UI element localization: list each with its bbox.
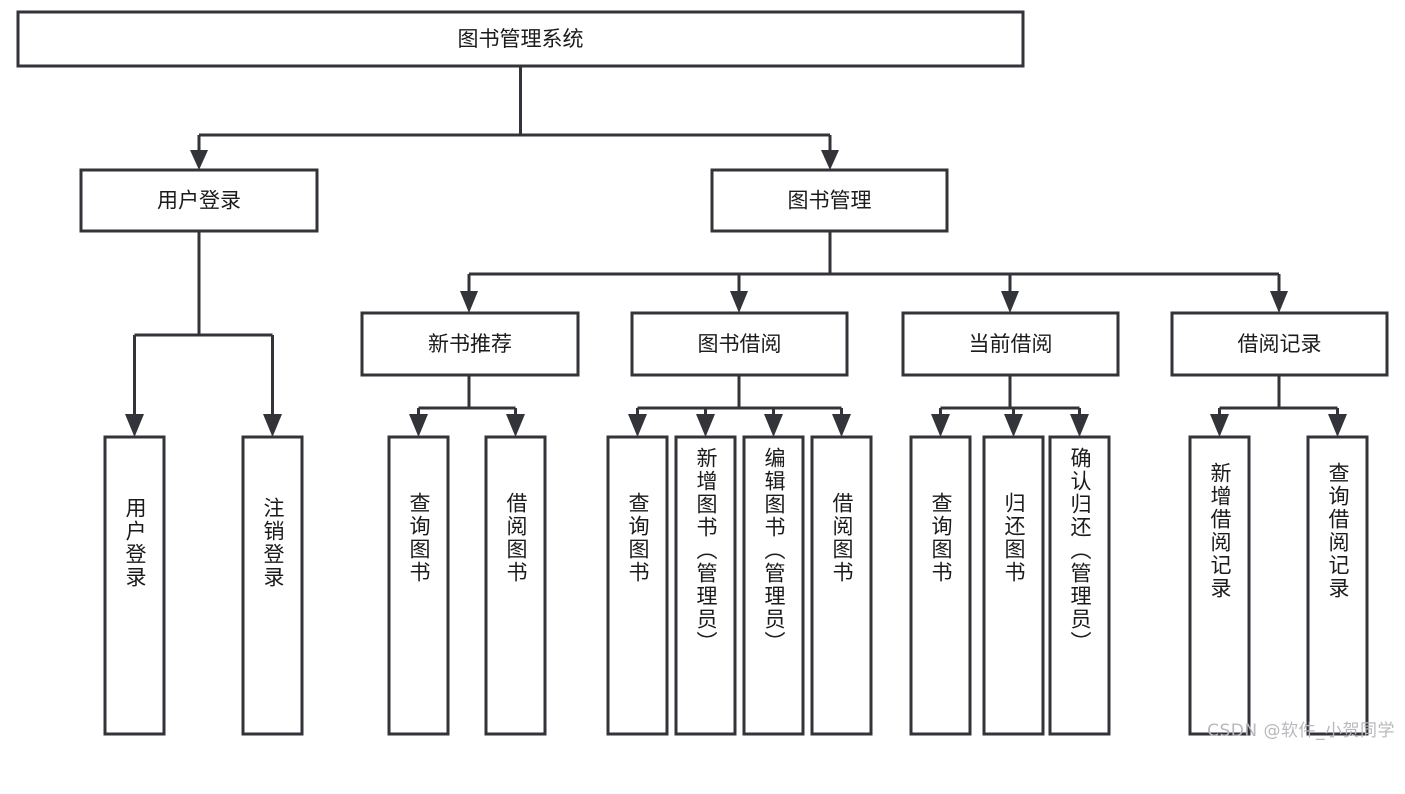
arrow-head-leaf-add-record — [1210, 414, 1229, 437]
node-current-borrow-label: 当前借阅 — [969, 332, 1053, 356]
leaf-box-logout-login[interactable] — [241, 435, 304, 736]
node-borrow-record-box — [1170, 311, 1389, 377]
leaf-box-return-book[interactable] — [982, 435, 1045, 736]
leaf-box-layer — [103, 435, 1369, 736]
arrow-head-leaf-logout-login — [263, 414, 282, 437]
arrow-head-leaf-borrow-book-1 — [506, 414, 525, 437]
leaf-box-user-login[interactable] — [103, 435, 166, 736]
leaf-box-borrow-book-2[interactable] — [810, 435, 873, 736]
node-book-manage-label: 图书管理 — [788, 189, 872, 213]
arrow-head-current-borrow — [1001, 291, 1019, 313]
node-root-label: 图书管理系统 — [458, 27, 584, 51]
node-user-login[interactable]: 用户登录 — [79, 168, 319, 233]
leaf-box-query-book-1[interactable] — [387, 435, 450, 736]
node-current-borrow[interactable]: 当前借阅 — [901, 311, 1120, 377]
arrow-head-leaf-edit-book — [764, 414, 783, 437]
csdn-watermark: CSDN @软件_小贺同学 — [1207, 721, 1395, 741]
node-new-book-recommend[interactable]: 新书推荐 — [360, 311, 580, 377]
arrow-head-leaf-query-record — [1328, 414, 1347, 437]
arrow-head-book-borrow — [730, 291, 748, 313]
node-book-manage[interactable]: 图书管理 — [710, 168, 949, 233]
arrow-head-user-login — [190, 150, 208, 170]
node-new-book-recommend-label: 新书推荐 — [428, 332, 512, 356]
node-book-manage-box — [710, 168, 949, 233]
arrow-head-leaf-add-book — [696, 414, 715, 437]
node-root-box — [16, 10, 1025, 68]
node-book-borrow[interactable]: 图书借阅 — [630, 311, 849, 377]
arrow-head-leaf-query-book-2 — [628, 414, 647, 437]
node-borrow-record[interactable]: 借阅记录 — [1170, 311, 1389, 377]
leaf-box-borrow-book-1[interactable] — [484, 435, 547, 736]
arrow-head-leaf-query-book-1 — [409, 414, 428, 437]
arrow-head-leaf-return-book — [1004, 414, 1023, 437]
arrow-head-leaf-confirm-return — [1070, 414, 1089, 437]
node-current-borrow-box — [901, 311, 1120, 377]
hierarchy-diagram-svg: 图书管理系统 用户登录 图书管理 新书推荐 图书借阅 当前借阅 借阅记录 — [16, 10, 1389, 736]
arrow-head-borrow-record — [1270, 291, 1288, 313]
diagram-canvas: 图书管理系统 用户登录 图书管理 新书推荐 图书借阅 当前借阅 借阅记录 — [16, 10, 1395, 741]
arrow-head-leaf-borrow-book-2 — [832, 414, 851, 437]
node-root[interactable]: 图书管理系统 — [16, 10, 1025, 68]
leaf-box-add-record[interactable] — [1188, 435, 1251, 736]
leaf-box-query-book-2[interactable] — [606, 435, 669, 736]
leaf-box-confirm-return[interactable] — [1048, 435, 1111, 736]
node-borrow-record-label: 借阅记录 — [1238, 332, 1322, 356]
arrow-head-book-manage — [821, 150, 839, 170]
node-user-login-box — [79, 168, 319, 233]
node-new-book-recommend-box — [360, 311, 580, 377]
node-book-borrow-label: 图书借阅 — [698, 332, 782, 356]
leaf-box-query-record[interactable] — [1306, 435, 1369, 736]
leaf-box-add-book[interactable] — [674, 435, 737, 736]
node-user-login-label: 用户登录 — [157, 189, 241, 213]
arrow-head-leaf-query-book-3 — [931, 414, 950, 437]
arrow-head-new-book-recommend — [460, 291, 478, 313]
connector-layer — [125, 66, 1347, 437]
node-book-borrow-box — [630, 311, 849, 377]
leaf-box-edit-book[interactable] — [742, 435, 805, 736]
arrow-head-leaf-user-login — [125, 414, 144, 437]
leaf-box-query-book-3[interactable] — [909, 435, 972, 736]
